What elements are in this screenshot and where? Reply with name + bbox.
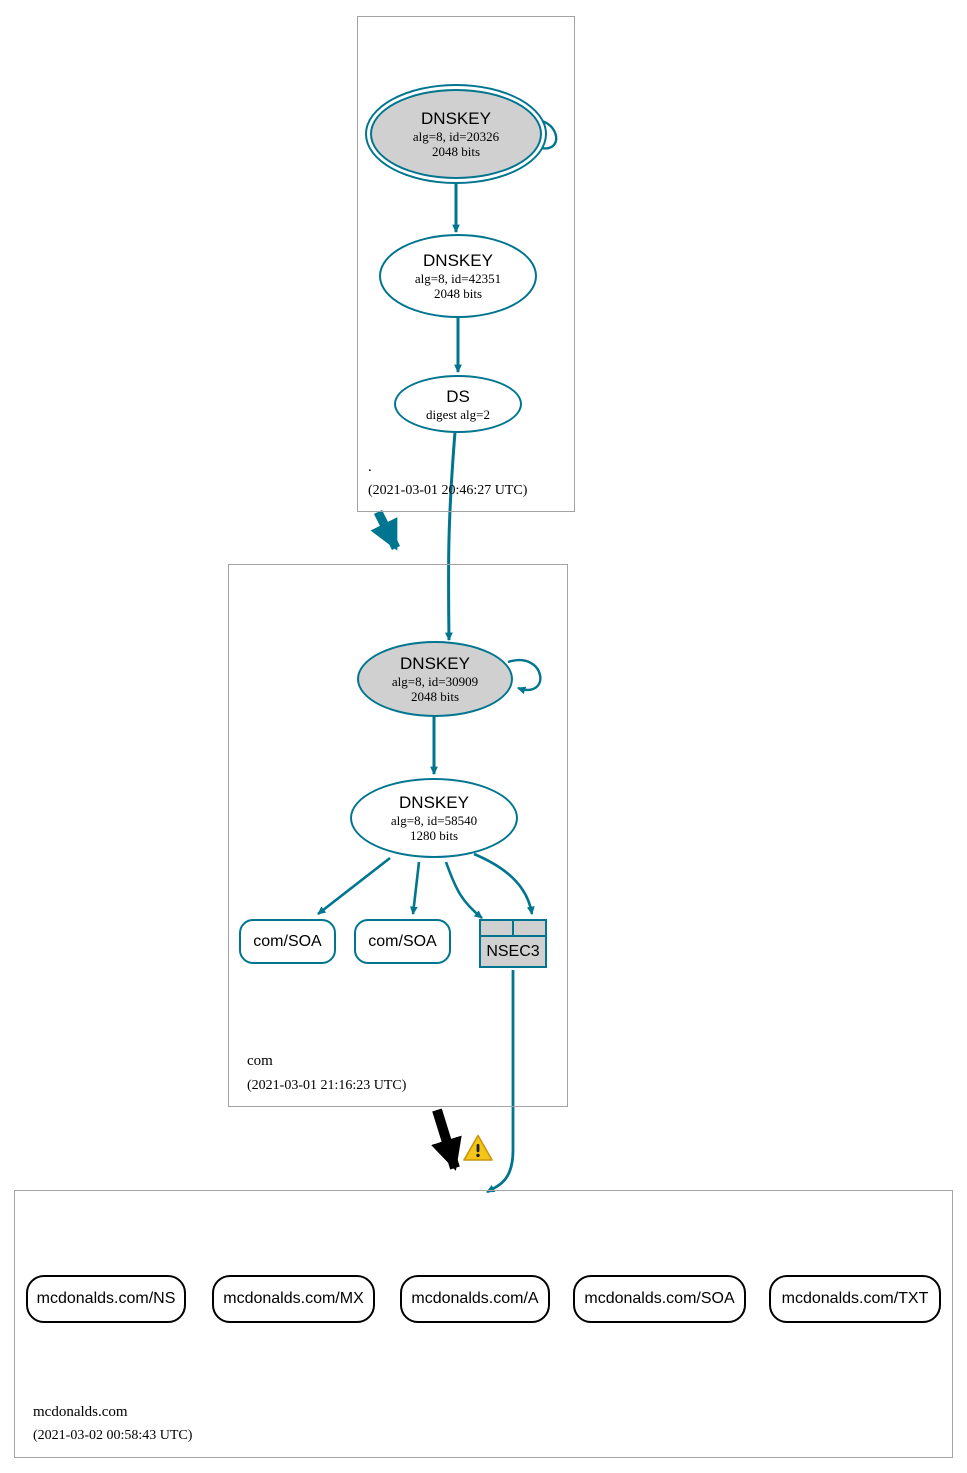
- edge-com-zsk-to-nsec3-left: [444, 861, 483, 920]
- node-keyinfo: alg=8, id=30909: [391, 674, 479, 689]
- edge-com-ksk-self-sign: [507, 659, 542, 695]
- rrset-mcdonalds-a[interactable]: mcdonalds.com/A: [400, 1275, 550, 1323]
- node-title: DNSKEY: [399, 793, 469, 812]
- node-title: DS: [446, 386, 470, 406]
- zone-label-mcdonalds-timestamp: (2021-03-02 00:58:43 UTC): [33, 1428, 193, 1443]
- node-ds-root[interactable]: DS digest alg=2: [394, 375, 522, 433]
- zone-label-com-name: com: [247, 1053, 273, 1069]
- zone-label-mcdonalds-name: mcdonalds.com: [33, 1404, 128, 1420]
- zone-label-root-timestamp: (2021-03-01 20:46:27 UTC): [368, 483, 528, 498]
- node-title: DNSKEY: [400, 654, 470, 673]
- nsec3-cell-row: [481, 921, 545, 937]
- warning-triangle-icon: [462, 1133, 494, 1163]
- edge-com-zsk-to-com-soa-2: [409, 861, 421, 915]
- nsec3-cell-left: [481, 921, 512, 935]
- rrset-com-nsec3[interactable]: NSEC3: [479, 919, 547, 968]
- node-dnskey-root-ksk[interactable]: DNSKEY alg=8, id=20326 2048 bits: [370, 89, 542, 179]
- edge-com-zsk-to-com-soa-1: [317, 856, 391, 916]
- zone-label-root-name: .: [368, 459, 372, 475]
- zone-box-com: [228, 564, 568, 1107]
- node-keyinfo: alg=8, id=58540: [390, 813, 478, 828]
- node-dnskey-root-zsk[interactable]: DNSKEY alg=8, id=42351 2048 bits: [379, 234, 537, 318]
- node-keysize: 2048 bits: [431, 144, 481, 159]
- node-dnskey-com-ksk[interactable]: DNSKEY alg=8, id=30909 2048 bits: [357, 641, 513, 717]
- node-title: DNSKEY: [421, 109, 491, 128]
- delegation-root-to-com: [370, 509, 401, 551]
- edge-com-zsk-to-nsec3-right: [473, 852, 535, 915]
- node-keysize: 1280 bits: [409, 828, 459, 843]
- node-keysize: 2048 bits: [433, 286, 483, 301]
- node-digest-alg: digest alg=2: [425, 406, 491, 422]
- zone-box-mcdonalds: [14, 1190, 953, 1458]
- rrset-com-soa-2[interactable]: com/SOA: [354, 919, 451, 964]
- node-dnskey-com-zsk[interactable]: DNSKEY alg=8, id=58540 1280 bits: [350, 778, 518, 858]
- rrset-mcdonalds-soa[interactable]: mcdonalds.com/SOA: [573, 1275, 746, 1323]
- nsec3-label: NSEC3: [486, 942, 540, 960]
- zone-box-root: [357, 16, 575, 512]
- edge-nsec3-to-mcdonalds-zone: [486, 970, 515, 1194]
- node-keyinfo: alg=8, id=42351: [414, 271, 502, 286]
- edge-ds-to-com-ksk: [445, 431, 457, 641]
- rrset-com-soa-1[interactable]: com/SOA: [239, 919, 336, 964]
- nsec3-cell-right: [512, 921, 545, 935]
- rrset-mcdonalds-mx[interactable]: mcdonalds.com/MX: [212, 1275, 375, 1323]
- node-keyinfo: alg=8, id=20326: [412, 129, 500, 144]
- rrset-mcdonalds-ns[interactable]: mcdonalds.com/NS: [26, 1275, 186, 1323]
- node-title: DNSKEY: [423, 251, 493, 270]
- node-keysize: 2048 bits: [410, 689, 460, 704]
- rrset-mcdonalds-txt[interactable]: mcdonalds.com/TXT: [769, 1275, 941, 1323]
- delegation-com-to-mcdonalds-insecure: [431, 1108, 462, 1171]
- zone-label-com-timestamp: (2021-03-01 21:16:23 UTC): [247, 1078, 407, 1093]
